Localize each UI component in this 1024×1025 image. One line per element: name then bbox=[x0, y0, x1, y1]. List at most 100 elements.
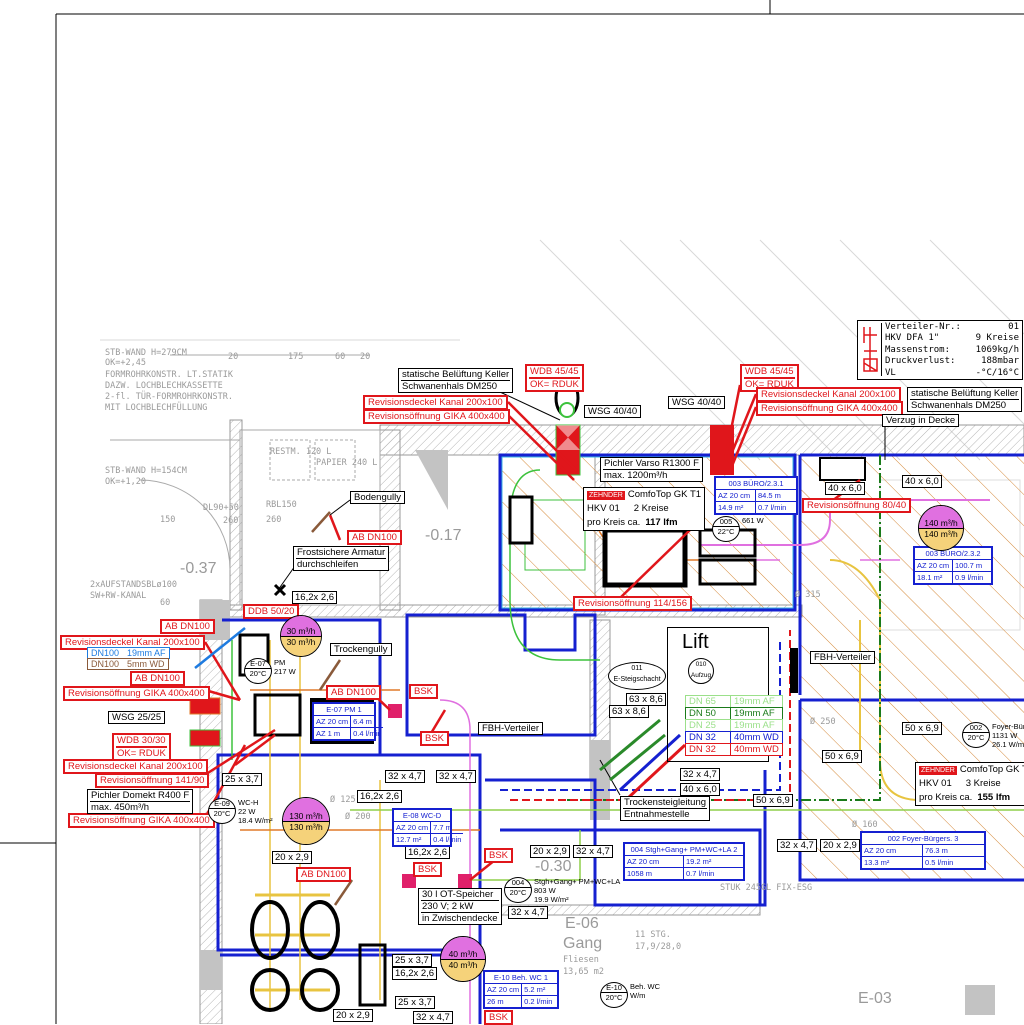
red-annotation-label: BSK bbox=[413, 862, 443, 877]
drawing-note: 2xAUFSTANDSBLø100 bbox=[90, 580, 177, 590]
pipe-dimension-label: 50 x 6,9 bbox=[753, 794, 793, 807]
pipe-spec: 19mm AF bbox=[734, 696, 775, 707]
annotation-line: Revisionsöffnung 141/90 bbox=[100, 775, 205, 786]
annotation-line: WDB 45/45 bbox=[530, 366, 579, 377]
drawing-note: Ø 250 bbox=[810, 717, 836, 727]
pipe-dimension-label: 32 x 4,7 bbox=[573, 845, 613, 858]
room-table-cell: 0.9 l/min bbox=[955, 573, 984, 582]
callout-line: WSG 40/40 bbox=[588, 406, 638, 417]
drawing-note: 20 bbox=[360, 352, 371, 362]
room-temperature: 22°C bbox=[713, 526, 739, 536]
ductwork bbox=[231, 455, 1024, 1024]
room-temperature: 20°C bbox=[209, 808, 235, 818]
drawing-note: PAPIER 240 L bbox=[316, 458, 378, 468]
annotation-line: Revisionsdeckel Kanal 200x100 bbox=[65, 637, 200, 648]
callout-line: Pichler Varso R1300 F bbox=[604, 458, 699, 469]
dn-spec: 19mm AF bbox=[127, 648, 166, 658]
annotation-line: Revisionsdeckel Kanal 200x100 bbox=[761, 389, 896, 400]
callout-label: WSG 40/40 bbox=[584, 405, 642, 418]
room-table-cell: 13.3 m² bbox=[862, 857, 923, 868]
annotation-line: AB DN100 bbox=[352, 532, 397, 543]
drawing-note: E-06 bbox=[565, 915, 599, 932]
pipe-dimension-label: 16,2x 2,6 bbox=[392, 967, 438, 980]
airflow-extract: 40 m³/h bbox=[441, 959, 485, 981]
callout-line: Trockengully bbox=[334, 644, 388, 655]
annotation-line: Revisionsöffnung GIKA 400x400 bbox=[73, 815, 210, 826]
annotation-line: AB DN100 bbox=[165, 621, 210, 632]
callout-line: 230 V; 2 kW bbox=[421, 900, 499, 912]
room-info-line: Foyer-Bürg bbox=[992, 722, 1024, 731]
room-info-line: 661 W bbox=[742, 516, 764, 525]
annotation-line: Revisionsdeckel Kanal 200x100 bbox=[68, 761, 203, 772]
distributor-row: HKV DFA 1"9 Kreise bbox=[885, 333, 1019, 344]
red-annotation-label: BSK bbox=[420, 731, 450, 746]
room-temperature: 20°C bbox=[963, 732, 989, 742]
room-info-line: Stgh+Gang+ PM+WC+LA bbox=[534, 877, 621, 886]
callout-label: Trockengully bbox=[330, 643, 392, 656]
distributor-row: Massenstrom:1069kg/h bbox=[885, 345, 1019, 356]
lift-room-name: Aufzug bbox=[690, 672, 712, 679]
annotation-line: BSK bbox=[489, 850, 509, 861]
riser-arrows bbox=[599, 718, 687, 800]
room-table-cell: AZ 20 cm bbox=[394, 822, 432, 834]
pipe-spec: 19mm AF bbox=[734, 708, 775, 719]
red-annotation-label: Revisionsöffnung 141/90 bbox=[95, 773, 210, 788]
room-table-cell: 14.9 m² bbox=[716, 502, 756, 513]
pipe-spec: 40mm WD bbox=[734, 732, 779, 743]
callout-line: statische Belüftung Keller bbox=[911, 388, 1019, 399]
callout-line: FBH-Verteiler bbox=[482, 723, 540, 734]
per-circuit-label: pro Kreis ca. bbox=[919, 792, 973, 803]
callout-line: max. 1200m³/h bbox=[603, 469, 700, 481]
annotation-line: AB DN100 bbox=[331, 687, 376, 698]
drawing-note: OK=+2,45 bbox=[105, 358, 146, 368]
drawing-note: RESTM. 120 L bbox=[270, 447, 332, 457]
length-row: pro Kreis ca.155 lfm bbox=[919, 791, 1024, 805]
drawing-note: FORMROHRKONSTR. LT.STATIK bbox=[105, 370, 233, 380]
room-info-line: Beh. WC bbox=[630, 982, 661, 991]
circuit-count: 3 Kreise bbox=[965, 778, 1001, 789]
airflow-supply: 130 m³/h bbox=[283, 798, 329, 821]
circuit-length: 117 lfm bbox=[645, 517, 678, 528]
dn-size: DN100 bbox=[91, 659, 120, 669]
callout-line: Entnahmestelle bbox=[623, 808, 708, 820]
drawing-note: 260 bbox=[223, 516, 239, 526]
annotation-line: Revisionsöffnung GIKA 400x400 bbox=[761, 403, 898, 414]
pipe-dimension-label: 32 x 4,7 bbox=[680, 768, 720, 781]
drawing-note: MIT LOCHBLECHFÜLLUNG bbox=[105, 403, 208, 413]
red-annotation-label: Revisionsöffnung 114/156 bbox=[573, 596, 692, 611]
distributor-key: HKV DFA 1" bbox=[885, 333, 940, 344]
room-number: E-07 bbox=[250, 659, 266, 668]
pipe-dimension-label: 32 x 4,7 bbox=[508, 906, 548, 919]
red-annotation-label: BSK bbox=[409, 684, 439, 699]
room-temperature: 20°C bbox=[601, 992, 627, 1002]
drawing-note: Gang bbox=[563, 935, 603, 952]
room-info-line: 1131 W bbox=[992, 731, 1018, 740]
drawing-note: Ø 160 bbox=[852, 820, 878, 830]
interior-lines bbox=[110, 354, 1021, 631]
comfotop-title: ComfoTop GK T1 bbox=[959, 764, 1024, 775]
pipe-dimension-label: 20 x 2,9 bbox=[820, 839, 860, 852]
room-info: Foyer-Bürg1131 W26.1 W/m² bbox=[992, 722, 1024, 749]
drawing-note: 60 bbox=[160, 598, 171, 608]
pipe-dimension-label: 50 x 6,9 bbox=[822, 750, 862, 763]
brand-logo: ZEHNDER bbox=[919, 766, 957, 775]
distributor-row: VL-°C/16°C bbox=[885, 368, 1019, 379]
per-circuit-label: pro Kreis ca. bbox=[587, 517, 641, 528]
drawing-note: 150 bbox=[160, 515, 176, 525]
